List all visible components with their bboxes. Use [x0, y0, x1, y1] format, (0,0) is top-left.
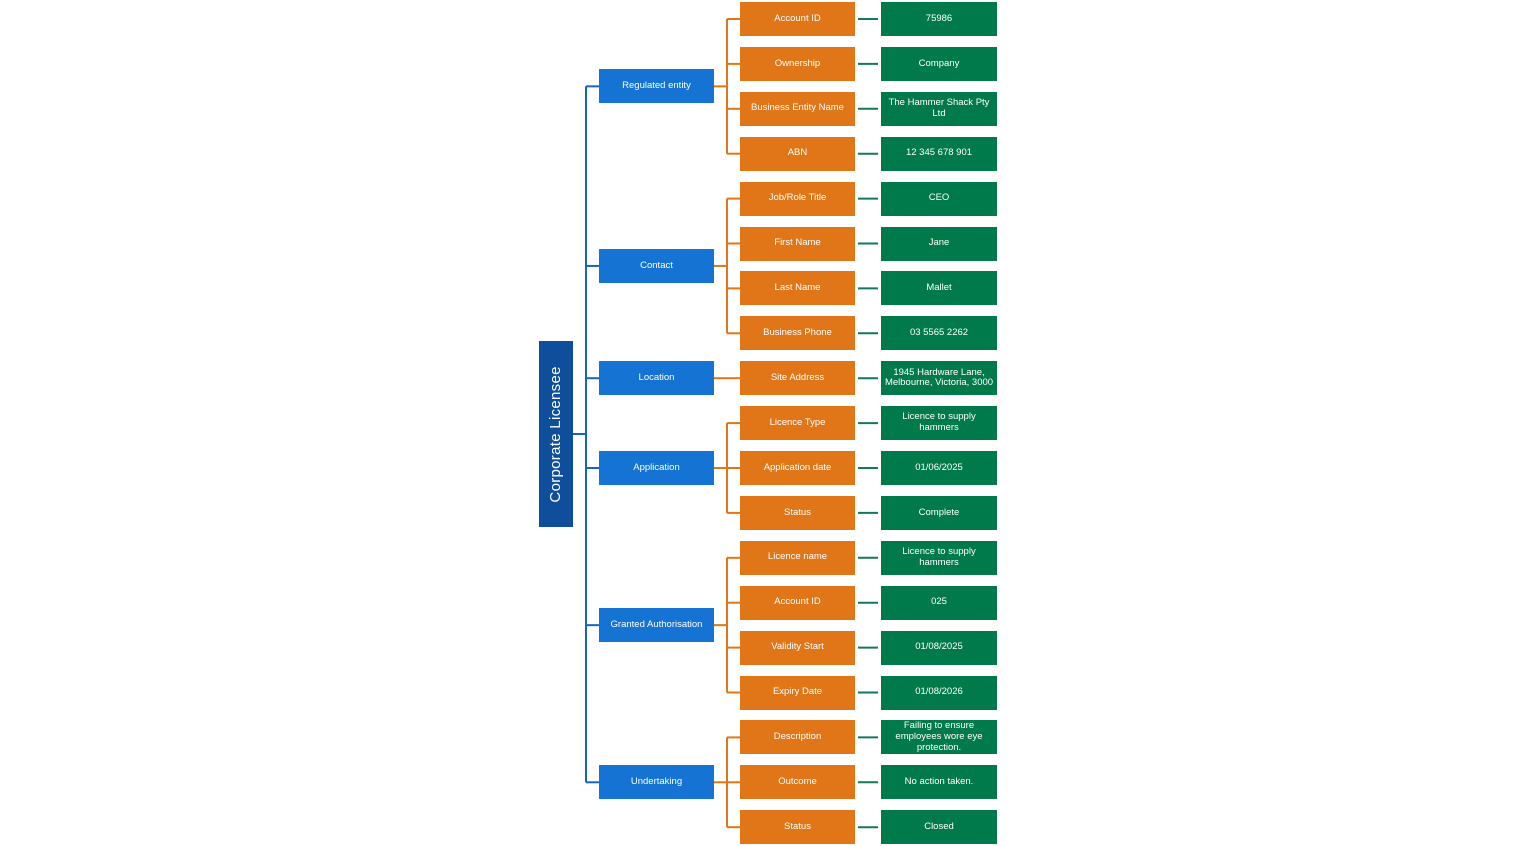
group-node-text: Application — [633, 461, 680, 473]
value-node-text: 01/06/2025 — [915, 461, 963, 473]
value-node: Jane — [881, 226, 997, 261]
field-node: Ownership — [740, 46, 855, 81]
group-node-text: Undertaking — [630, 775, 683, 787]
value-node-text: 025 — [931, 596, 947, 608]
field-node-text: First Name — [774, 237, 821, 249]
root-node: Corporate Licensee — [539, 341, 573, 527]
value-node: Company — [881, 46, 997, 81]
root-label: Corporate Licensee — [546, 365, 564, 503]
field-node: Business Entity Name — [740, 91, 855, 126]
value-node: 01/08/2025 — [881, 630, 997, 665]
value-node-text: Failing to ensure employees wore eye pro… — [895, 720, 983, 753]
value-node-text: Closed — [924, 820, 954, 832]
value-node-text: 12 345 678 901 — [905, 147, 973, 159]
value-node-text: Jane — [928, 237, 950, 249]
value-node: Failing to ensure employees wore eye pro… — [881, 720, 997, 755]
field-node-text: Business Entity Name — [751, 102, 844, 114]
field-node: Licence name — [740, 540, 855, 575]
group-node-text: Regulated entity — [622, 80, 691, 92]
group-node: Regulated entity — [599, 69, 714, 104]
field-node-text: Outcome — [778, 775, 817, 787]
field-node: Validity Start — [740, 630, 855, 665]
value-node: Closed — [881, 810, 997, 845]
field-node: Last Name — [740, 271, 855, 306]
value-node-text: Complete — [918, 506, 960, 518]
field-node-text: Expiry Date — [772, 686, 823, 698]
group-node: Location — [599, 361, 714, 396]
field-node-text: ABN — [787, 147, 808, 159]
value-node-text: 01/08/2025 — [915, 641, 963, 653]
group-node-text: Contact — [640, 259, 673, 271]
field-node-text: Application date — [763, 461, 832, 473]
field-node-text: Site Address — [770, 371, 825, 383]
value-node: 1945 Hardware Lane, Melbourne, Victoria,… — [881, 361, 997, 396]
field-node: Site Address — [740, 361, 855, 396]
field-node: Job/Role Title — [740, 181, 855, 216]
field-node-text: Account ID — [774, 596, 821, 608]
value-node-text: 03 5565 2262 — [909, 326, 969, 338]
field-node-text: Description — [773, 731, 822, 743]
field-node-text: Account ID — [774, 12, 821, 24]
value-node: 01/06/2025 — [881, 451, 997, 485]
value-node: Mallet — [881, 271, 997, 306]
field-node: Description — [740, 720, 855, 755]
value-node: 01/08/2026 — [881, 675, 997, 710]
group-node-text: Granted Authorisation — [610, 618, 703, 630]
value-node: CEO — [881, 181, 997, 216]
field-node: ABN — [740, 136, 855, 171]
value-node-text: CEO — [928, 192, 950, 204]
value-node: 12 345 678 901 — [881, 136, 997, 171]
field-node-text: Status — [784, 506, 811, 518]
field-node: Licence Type — [740, 406, 855, 441]
field-node: Expiry Date — [740, 675, 855, 710]
value-node-text: Company — [918, 57, 960, 69]
value-node-text: The Hammer Shack Pty Ltd — [888, 97, 990, 119]
group-node: Granted Authorisation — [599, 608, 714, 643]
value-node-text: 01/08/2026 — [915, 686, 963, 698]
field-node: Application date — [740, 451, 855, 485]
value-node: 75986 — [881, 2, 997, 36]
field-node-text: Licence Type — [769, 416, 826, 428]
value-node: No action taken. — [881, 765, 997, 800]
value-node-text: Mallet — [926, 282, 952, 294]
field-node: Account ID — [740, 585, 855, 620]
value-node: Licence to supply hammers — [881, 406, 997, 441]
group-node: Contact — [599, 248, 714, 283]
field-node: Status — [740, 495, 855, 530]
value-node-text: Licence to supply hammers — [902, 546, 976, 568]
value-node-text: 1945 Hardware Lane, Melbourne, Victoria,… — [884, 366, 994, 389]
field-node: Outcome — [740, 765, 855, 800]
value-node: Complete — [881, 495, 997, 530]
field-node-text: Status — [784, 820, 811, 832]
value-node-text: No action taken. — [904, 775, 974, 787]
value-node: 025 — [881, 585, 997, 620]
field-node: Business Phone — [740, 316, 855, 351]
field-node-text: Last Name — [774, 282, 821, 294]
field-node-text: Licence name — [767, 551, 828, 563]
field-node-text: Job/Role Title — [768, 192, 827, 204]
group-node: Application — [599, 451, 714, 485]
field-node-text: Business Phone — [763, 326, 832, 338]
value-node-text: 75986 — [925, 12, 953, 24]
value-node: Licence to supply hammers — [881, 540, 997, 575]
value-node-text: Licence to supply hammers — [902, 411, 976, 434]
group-node-text: Location — [638, 371, 675, 383]
group-node: Undertaking — [599, 765, 714, 800]
field-node-text: Validity Start — [771, 641, 824, 653]
field-node: First Name — [740, 226, 855, 261]
value-node: 03 5565 2262 — [881, 316, 997, 351]
field-node: Account ID — [740, 2, 855, 36]
field-node: Status — [740, 810, 855, 845]
value-node: The Hammer Shack Pty Ltd — [881, 91, 997, 126]
field-node-text: Ownership — [774, 57, 821, 69]
